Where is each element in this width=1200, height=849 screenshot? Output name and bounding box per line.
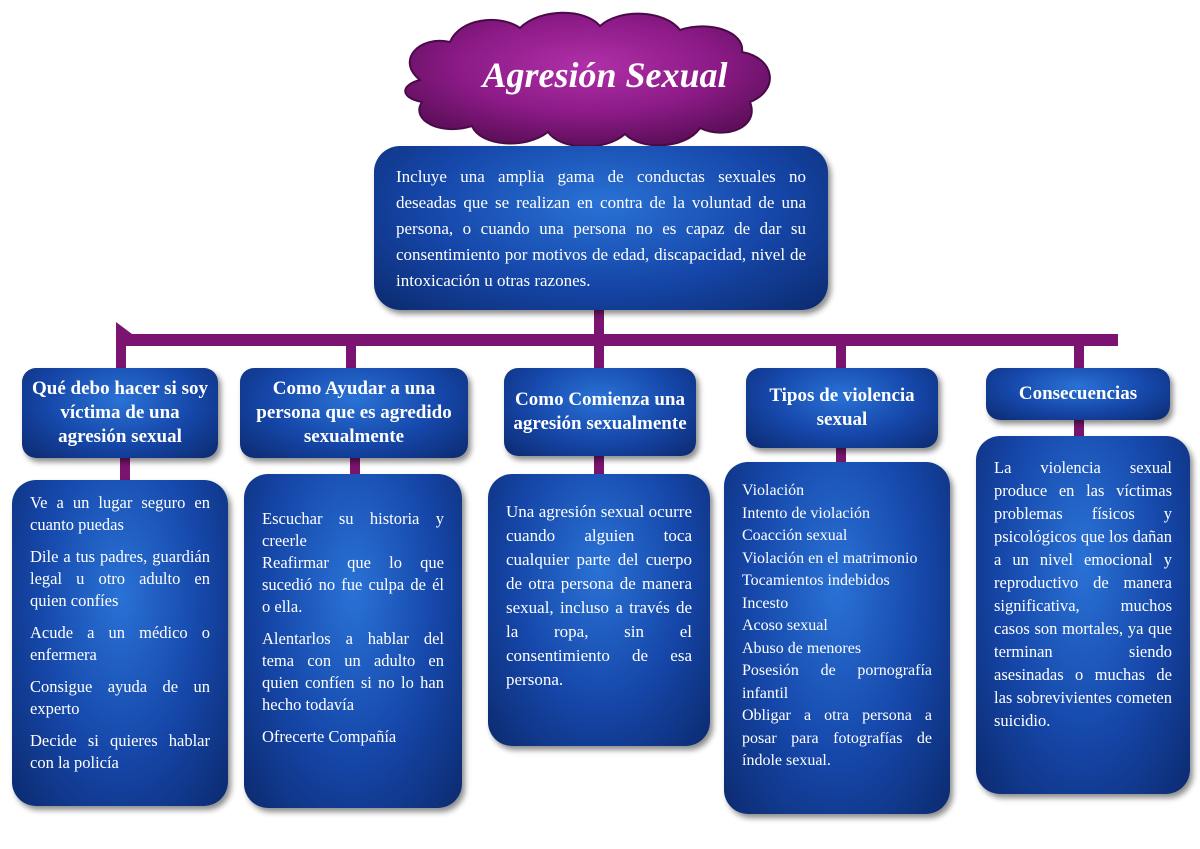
list-item: Tocamientos indebidos [742,572,890,589]
list-item: Coacción sexual [742,527,848,544]
page-title: Agresión Sexual [482,55,728,95]
header-tipos: Tipos de violencia sexual [746,368,938,448]
list-item: Reafirmar que lo que sucedió no fue culp… [262,553,444,616]
horizontal-bar [118,334,1118,346]
body-como-comienza: Una agresión sexual ocurre cuando alguie… [488,474,710,746]
list-item: Obligar a otra persona a posar para foto… [742,707,932,769]
header-consecuencias-text: Consecuencias [1018,383,1138,404]
list-item: Una agresión sexual ocurre cuando alguie… [506,502,692,689]
header-como-ayudar: Como Ayudar a una persona que es agredid… [240,368,468,458]
list-item: Incesto [742,594,789,612]
list-item: Ve a un lugar seguro en cuanto puedas [30,493,210,534]
list-item: Decide si quieres hablar con la policía [30,731,210,772]
list-item: Consigue ayuda de un experto [30,677,210,718]
header-que-hacer: Qué debo hacer si soy víctima de una agr… [22,368,218,458]
list-item: Violación en el matrimonio [742,549,918,567]
list-item: Abuso de menores [742,639,862,657]
header-como-ayudar-text: Como Ayudar a una persona que es agredid… [256,378,452,447]
body-tipos: Violación Intento de violación Coacción … [724,462,950,814]
list-item: Alentarlos a hablar del tema con un adul… [262,629,444,714]
header-tipos-text: Tipos de violencia sexual [769,385,915,430]
list-item: Dile a tus padres, guardián legal u otro… [30,547,210,610]
list-item: Acude a un médico o enfermera [30,623,210,664]
list-item: Violación [742,482,805,499]
intro-box: Incluye una amplia gama de conductas sex… [374,146,828,310]
stem-intro [594,308,604,344]
list-item: Escuchar su historia y creerle [262,509,444,550]
body-como-ayudar: Escuchar su historia y creerle Reafirmar… [244,474,462,808]
list-item: Ofrecerte Compañía [262,727,397,746]
header-que-hacer-text: Qué debo hacer si soy víctima de una agr… [32,378,208,447]
body-que-hacer: Ve a un lugar seguro en cuanto puedas Di… [12,480,228,806]
list-item: Posesión de pornografía infantil [742,662,932,702]
header-como-comienza: Como Comienza una agresión sexualmente [504,368,696,456]
header-como-comienza-text: Como Comienza una agresión sexualmente [513,389,687,434]
body-consecuencias: La violencia sexual produce en las vícti… [976,436,1190,794]
title-cloud [404,11,771,148]
list-item: Acoso sexual [742,617,828,634]
list-item: La violencia sexual produce en las vícti… [994,458,1172,730]
list-item: Intento de violación [742,504,870,522]
header-consecuencias: Consecuencias [986,368,1170,420]
